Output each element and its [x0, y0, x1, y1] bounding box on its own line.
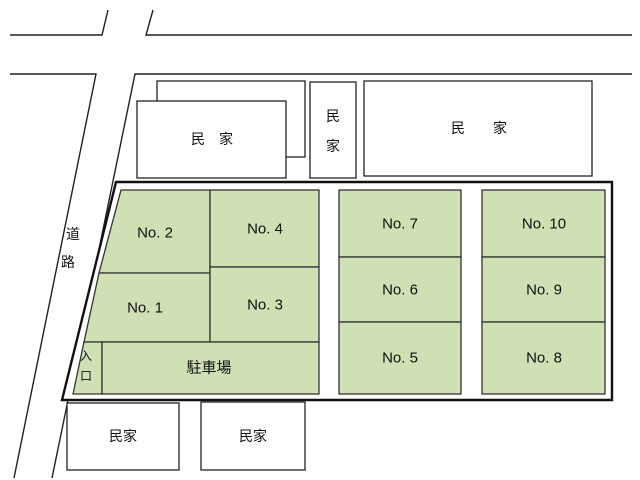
lot-no1-label: No. 1	[127, 300, 163, 317]
road-top-left-edge	[10, 9, 109, 36]
house-top-small-label-2: 家	[326, 138, 340, 154]
house-bottom-center	[200, 401, 306, 471]
house-bottom-left-label: 民家	[109, 428, 137, 444]
lot-no9	[481, 256, 606, 323]
house-top-left	[136, 100, 287, 179]
middle-lot-block: No. 7 No. 6 No. 5	[338, 189, 462, 395]
lot-no2-label: No. 2	[137, 225, 173, 242]
lot-no5	[338, 321, 462, 395]
lot-no10-label: No. 10	[522, 216, 566, 233]
lot-no6-label: No. 6	[382, 282, 418, 299]
road-top-right-edge	[145, 9, 632, 36]
right-lot-block: No. 10 No. 9 No. 8	[481, 189, 606, 395]
lot-no4	[209, 189, 320, 268]
house-top-left-label: 民 家	[191, 131, 233, 147]
neighbor-houses: 民 家 民 家 民 家 民家 民家	[66, 80, 593, 471]
entrance-label-2: 口	[80, 369, 92, 383]
lot-no3	[209, 266, 320, 343]
house-top-small	[309, 81, 357, 179]
road-label-ro: 路	[61, 254, 75, 270]
lot-no5-label: No. 5	[382, 350, 418, 367]
left-lot-block: No. 2 No. 4 No. 1 No. 3 入 口 駐車場	[72, 189, 320, 395]
lot-no8	[481, 321, 606, 395]
lot-no3-label: No. 3	[247, 297, 283, 314]
road-label-do: 道	[66, 226, 80, 242]
lot-no9-label: No. 9	[526, 282, 562, 299]
house-top-small-label-1: 民	[326, 108, 340, 124]
house-bottom-left	[66, 402, 180, 471]
lot-no4-label: No. 4	[247, 221, 283, 238]
lot-no8-label: No. 8	[526, 350, 562, 367]
lot-no7	[338, 189, 462, 258]
parking-label: 駐車場	[186, 360, 231, 377]
parking-area	[101, 341, 320, 395]
house-top-right	[363, 80, 593, 177]
house-bottom-center-label: 民家	[239, 428, 267, 444]
entrance-label-1: 入	[80, 349, 92, 363]
house-top-right-label: 民 家	[451, 120, 507, 136]
road-upper-left-edge	[10, 73, 97, 479]
lot-no7-label: No. 7	[382, 216, 418, 233]
lot-no10	[481, 189, 606, 258]
